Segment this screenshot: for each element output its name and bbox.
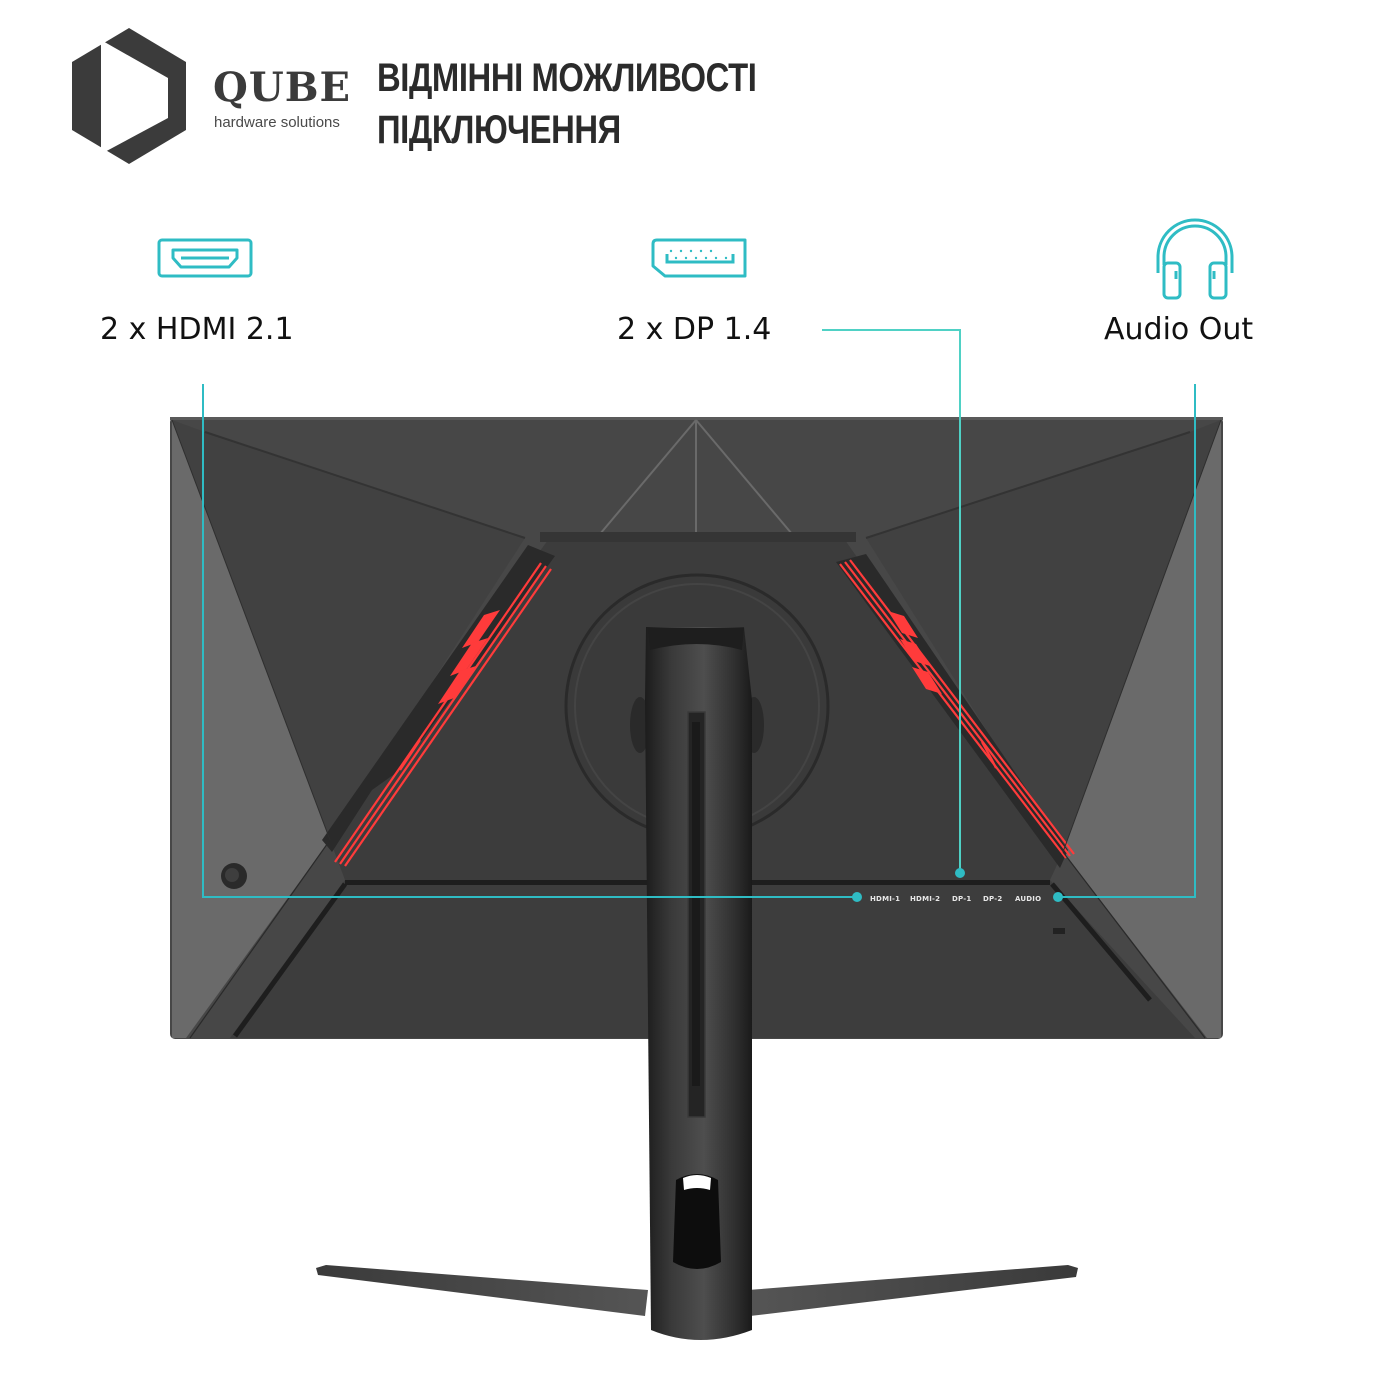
page-title-line-2: ПІДКЛЮЧЕННЯ (377, 108, 621, 152)
qube-logo-icon (72, 28, 186, 164)
port-label-hdmi-2: HDMI-2 (910, 895, 941, 903)
port-label-dp-2: DP-2 (983, 895, 1003, 903)
feature-label-audio: Audio Out (1104, 312, 1254, 347)
port-label-audio: AUDIO (1015, 895, 1042, 903)
port-label-hdmi-1: HDMI-1 (870, 895, 901, 903)
feature-label-hdmi: 2 x HDMI 2.1 (100, 312, 294, 347)
brand-name: QUBE (213, 64, 352, 111)
headphones-icon (1156, 218, 1234, 300)
page-title-line-1: ВІДМІННІ МОЖЛИВОСТІ (377, 56, 757, 100)
displayport-icon (651, 238, 747, 278)
port-label-dp-1: DP-1 (952, 895, 972, 903)
page-title: ВІДМІННІ МОЖЛИВОСТІ ПІДКЛЮЧЕННЯ (377, 52, 757, 156)
hdmi-port-icon (157, 238, 253, 278)
brand-tagline: hardware solutions (214, 114, 340, 131)
feature-label-dp: 2 x DP 1.4 (617, 312, 772, 347)
